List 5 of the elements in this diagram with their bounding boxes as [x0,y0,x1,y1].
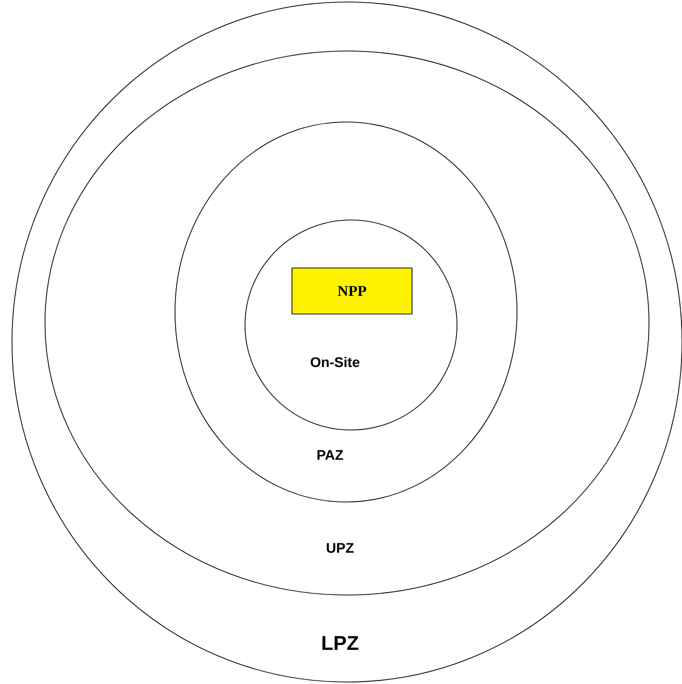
zone-label: LPZ [322,636,358,650]
zone-label: UPZ [326,543,354,553]
zone-label: On-Site [310,356,360,368]
label-box: NPP [292,268,412,314]
zone-label: PAZ [317,450,344,460]
